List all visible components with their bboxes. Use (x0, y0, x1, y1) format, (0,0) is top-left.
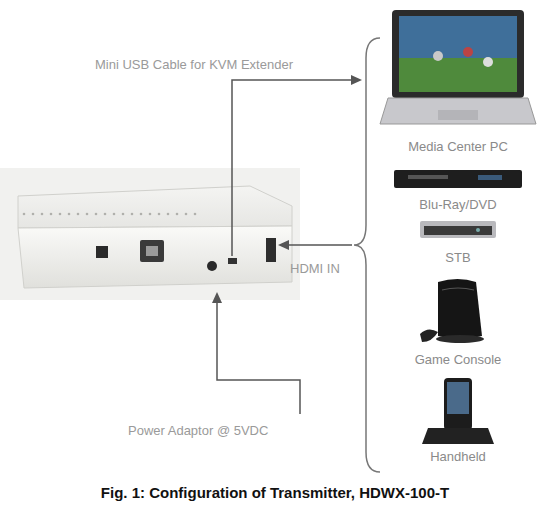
console-stand (436, 335, 484, 343)
handheld-screen (447, 382, 469, 414)
device-illustration (378, 6, 538, 140)
disc-tray (408, 175, 448, 179)
touchpad (438, 110, 478, 120)
device-node: Game Console (398, 276, 518, 368)
curly-bracket (354, 38, 380, 472)
usb-arrowhead (351, 75, 362, 85)
arrow-heads (212, 75, 362, 303)
power-leader (217, 302, 300, 414)
device-illustration (398, 276, 518, 352)
screen-field (399, 58, 517, 92)
transmitter-photo (0, 168, 300, 300)
hdmi-leader (286, 244, 352, 246)
hdmi-port (266, 238, 276, 262)
device-node: Handheld (398, 376, 518, 464)
mini-usb-port (228, 258, 237, 264)
device-label: Media Center PC (378, 139, 538, 154)
annotation-label: HDMI IN (290, 261, 340, 276)
box-front (18, 226, 292, 288)
optical-port (96, 246, 108, 258)
annotation-label: Mini USB Cable for KVM Extender (95, 57, 293, 72)
device-illustration (398, 376, 518, 454)
device-node: STB (398, 216, 518, 266)
hdmi-arrowhead (278, 240, 289, 250)
screen-player (433, 51, 443, 61)
device-label: Handheld (398, 449, 518, 464)
vent-dots (23, 213, 197, 216)
stb-body (420, 221, 496, 238)
connector-lines (217, 80, 352, 414)
laptop-screen (399, 16, 517, 92)
laptop-lid (392, 10, 524, 98)
stb-front (424, 226, 492, 235)
device-label: Blu-Ray/DVD (388, 197, 528, 212)
console-illustration (398, 276, 518, 348)
controller (420, 329, 438, 342)
device-illustration (388, 164, 528, 198)
usb-b-port (140, 240, 164, 262)
player-illustration (388, 164, 528, 194)
handheld-illustration (398, 376, 518, 450)
annotation-label: Power Adaptor @ 5VDC (128, 423, 268, 438)
power-jack (207, 261, 217, 271)
device-label: STB (398, 250, 518, 265)
photo-background (0, 168, 300, 300)
player-body (394, 170, 522, 188)
laptop-base (380, 98, 536, 124)
device-node: Blu-Ray/DVD (388, 164, 528, 214)
usb-b-inner (146, 246, 158, 256)
device-node: Media Center PC (378, 6, 538, 156)
handheld-device (444, 378, 472, 430)
device-illustration (398, 216, 518, 248)
console-body (438, 279, 482, 339)
console-edge (442, 288, 474, 290)
power-arrowhead (212, 292, 222, 303)
figure-caption: Fig. 1: Configuration of Transmitter, HD… (0, 484, 550, 502)
box-top (18, 186, 292, 228)
usb-leader (232, 80, 352, 256)
device-label: Game Console (398, 352, 518, 367)
screen-player (483, 57, 493, 67)
laptop-illustration (378, 6, 538, 136)
stb-illustration (398, 216, 518, 244)
handheld-dock (422, 428, 494, 444)
stb-led (476, 228, 480, 232)
screen-player (463, 47, 473, 57)
player-display (478, 175, 502, 180)
